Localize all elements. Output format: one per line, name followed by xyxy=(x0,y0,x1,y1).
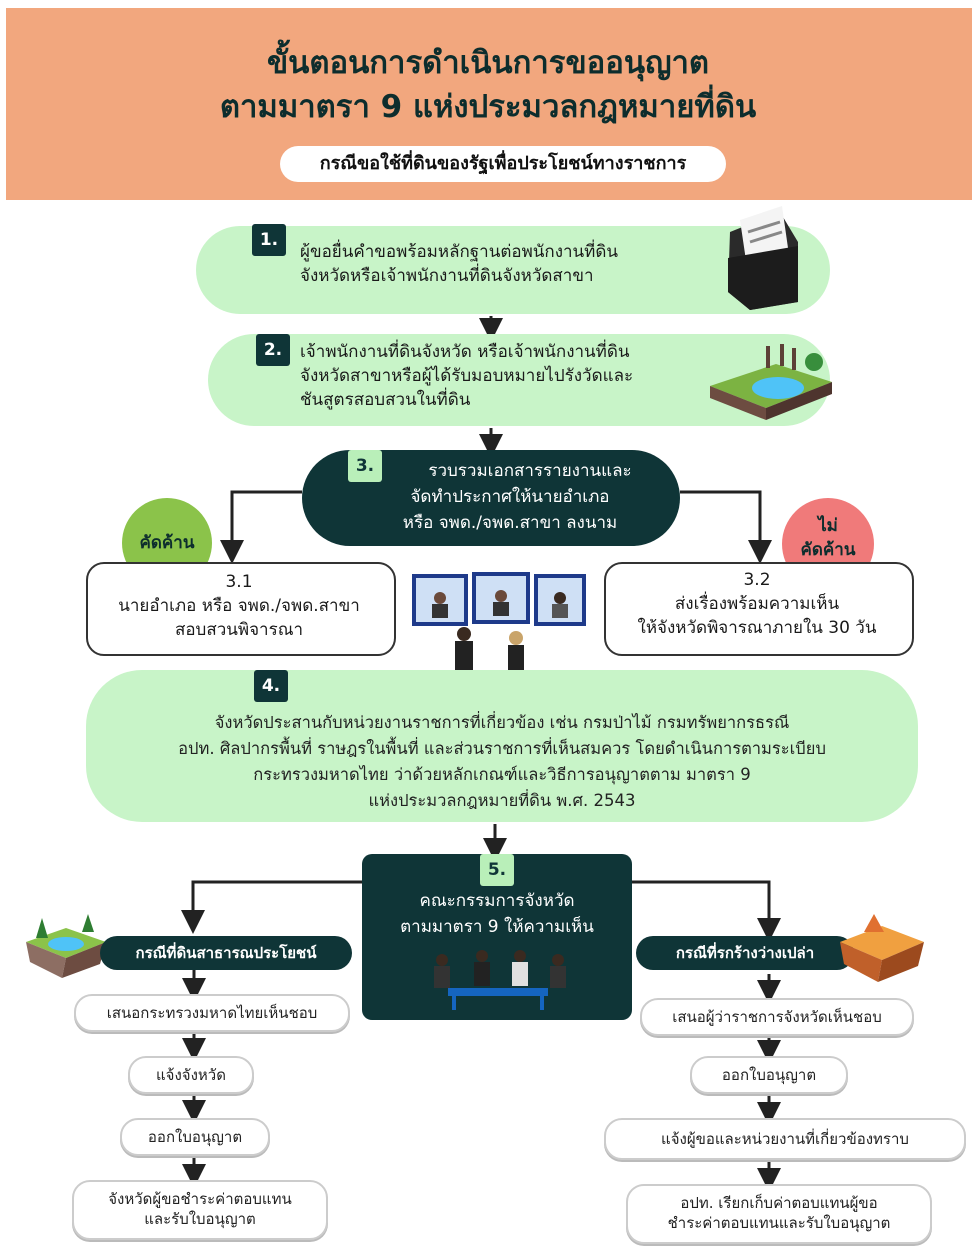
step-5-text: คณะกรรมการจังหวัด ตามมาตรา 9 ให้ความเห็น xyxy=(362,888,632,940)
step-2-box xyxy=(208,334,830,426)
step-4-box xyxy=(86,670,918,822)
step-2-number: 2. xyxy=(256,334,290,366)
right-step-4-line2: ชำระค่าตอบแทนและรับใบอนุญาต xyxy=(667,1214,891,1232)
page-title-line2: ตามมาตรา 9 แห่งประมวลกฎหมายที่ดิน xyxy=(219,89,757,125)
step-3-2-line2: ให้จังหวัดพิจารณาภายใน 30 วัน xyxy=(637,618,877,638)
page-subtitle: กรณีขอใช้ที่ดินของรัฐเพื่อประโยชน์ทางราช… xyxy=(280,146,726,182)
step-3-number: 3. xyxy=(348,450,382,482)
step-3-line1: รวบรวมเอกสารรายงานและ xyxy=(428,461,632,481)
step-1-line2: จังหวัดหรือเจ้าพนักงานที่ดินจังหวัดสาขา xyxy=(300,266,594,286)
video-conference-icon xyxy=(412,572,586,697)
step-3-line3: หรือ จพด./จพด.สาขา ลงนาม xyxy=(402,513,618,533)
left-step-1: เสนอกระทรวงมหาดไทยเห็นชอบ xyxy=(74,994,350,1032)
step-3-2-box xyxy=(604,562,914,656)
step-2-text: เจ้าพนักงานที่ดินจังหวัด หรือเจ้าพนักงาน… xyxy=(300,340,720,412)
step-3-text: รวบรวมเอกสารรายงานและ จัดทำประกาศให้นายอ… xyxy=(320,458,700,536)
step-4-line2: อปท. ศิลปากรพื้นที่ ราษฎรในพื้นที่ และส่… xyxy=(178,739,826,758)
committee-meeting-icon xyxy=(434,950,566,1010)
page-title-line1: ขั้นตอนการดำเนินการขออนุญาต xyxy=(266,45,710,81)
step-3-1-box xyxy=(86,562,396,656)
step-3-1-number: 3.1 xyxy=(225,572,253,592)
step-3-1-line1: นายอำเภอ หรือ จพด./จพด.สาขา xyxy=(118,596,360,616)
no-object-badge-line1: ไม่ xyxy=(818,516,838,536)
vacant-land-icon xyxy=(840,914,924,982)
step-4-line1: จังหวัดประสานกับหน่วยงานราชการที่เกี่ยวข… xyxy=(214,713,790,732)
public-land-icon xyxy=(26,914,106,978)
vacant-land-branch-title: กรณีที่รกร้างว่างเปล่า xyxy=(636,936,854,970)
step-3-2-line1: ส่งเรื่องพร้อมความเห็น xyxy=(674,594,840,614)
step-4-line3: กระทรวงมหาดไทย ว่าด้วยหลักเกณฑ์และวิธีกา… xyxy=(253,765,751,784)
right-step-2: ออกใบอนุญาต xyxy=(690,1056,848,1094)
public-land-branch-title: กรณีที่ดินสาธารณประโยชน์ xyxy=(100,936,352,970)
left-step-4: จังหวัดผู้ขอชำระค่าตอบแทน และรับใบอนุญาต xyxy=(72,1180,328,1240)
left-step-4-line1: จังหวัดผู้ขอชำระค่าตอบแทน xyxy=(108,1190,292,1208)
step-2-line3: ชันสูตรสอบสวนในที่ดิน xyxy=(300,390,471,410)
step-1-text: ผู้ขอยื่นคำขอพร้อมหลักฐานต่อพนักงานที่ดิ… xyxy=(300,240,740,288)
step-3-1-text: 3.1 นายอำเภอ หรือ จพด./จพด.สาขา สอบสวนพิ… xyxy=(86,570,392,642)
right-step-1: เสนอผู้ว่าราชการจังหวัดเห็นชอบ xyxy=(640,998,914,1036)
right-step-4-line1: อปท. เรียกเก็บค่าตอบแทนผู้ขอ xyxy=(680,1194,878,1212)
step-5-line2: ตามมาตรา 9 ให้ความเห็น xyxy=(400,917,594,937)
document-folder-icon xyxy=(728,206,798,310)
left-step-3: ออกใบอนุญาต xyxy=(120,1118,270,1156)
step-1-line1: ผู้ขอยื่นคำขอพร้อมหลักฐานต่อพนักงานที่ดิ… xyxy=(300,242,619,262)
step-1-number: 1. xyxy=(252,224,286,256)
right-step-4: อปท. เรียกเก็บค่าตอบแทนผู้ขอ ชำระค่าตอบแ… xyxy=(626,1184,932,1244)
step-5-number: 5. xyxy=(480,854,514,886)
left-step-2: แจ้งจังหวัด xyxy=(128,1056,254,1094)
step-4-number: 4. xyxy=(254,670,288,702)
no-object-badge-line2: คัดค้าน xyxy=(800,540,856,560)
step-4-line4: แห่งประมวลกฎหมายที่ดิน พ.ศ. 2543 xyxy=(368,791,636,810)
step-3-1-line2: สอบสวนพิจารณา xyxy=(174,620,304,640)
step-4-text: จังหวัดประสานกับหน่วยงานราชการที่เกี่ยวข… xyxy=(86,710,918,814)
step-2-line2: จังหวัดสาขาหรือผู้ได้รับมอบหมายไปรังวัดแ… xyxy=(300,366,634,386)
step-3-line2: จัดทำประกาศให้นายอำเภอ xyxy=(410,487,610,507)
step-3-2-text: 3.2 ส่งเรื่องพร้อมความเห็น ให้จังหวัดพิจ… xyxy=(604,568,910,640)
step-2-line1: เจ้าพนักงานที่ดินจังหวัด หรือเจ้าพนักงาน… xyxy=(300,342,630,362)
step-3-2-number: 3.2 xyxy=(743,570,771,590)
step-5-line1: คณะกรรมการจังหวัด xyxy=(419,891,575,911)
left-step-4-line2: และรับใบอนุญาต xyxy=(144,1210,256,1228)
land-survey-icon xyxy=(710,344,832,420)
step-1-box xyxy=(196,226,830,314)
right-step-3: แจ้งผู้ขอและหน่วยงานที่เกี่ยวข้องทราบ xyxy=(604,1118,966,1160)
